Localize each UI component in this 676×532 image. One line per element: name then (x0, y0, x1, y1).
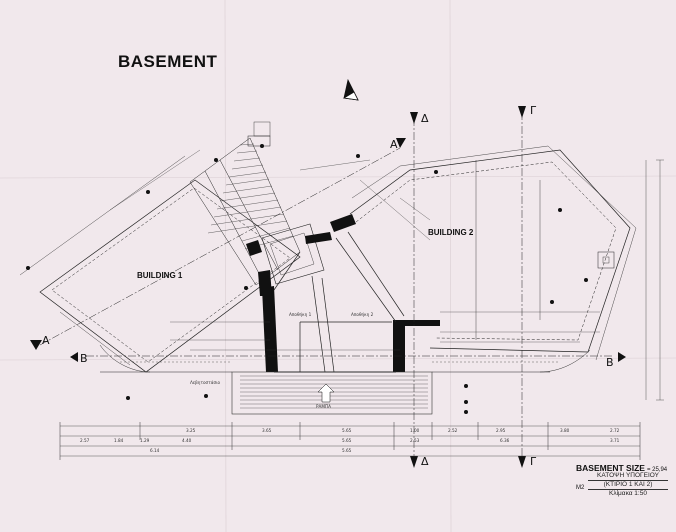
dim-bottom-2: 3.65 (262, 428, 272, 433)
level-markers (26, 144, 588, 414)
section-a-left-label: A (42, 334, 50, 347)
dim-bottom-6: 2.95 (496, 428, 506, 433)
drawing-title: BASEMENT (118, 52, 218, 71)
section-lines (39, 112, 612, 462)
section-g-top-label: Γ (530, 104, 537, 117)
room-label-storage-2: Αποθήκη 2 (351, 312, 374, 317)
dim-total-2: 5.65 (342, 448, 352, 453)
dim-bottom-4: 1.00 (410, 428, 420, 433)
plan-dimension-lines (109, 149, 600, 351)
dim-row2-1: 2.57 (80, 438, 90, 443)
title-block-line2: (ΚΤΙΡΙΟ 1 ΚΑΙ 2) (588, 480, 668, 489)
section-markers (30, 106, 626, 468)
dimension-lines (59, 159, 664, 460)
dim-bottom-7: 3.80 (560, 428, 570, 433)
title-block: ΚΑΤΟΨΗ ΥΠΟΓΕΙΟΥ (ΚΤΙΡΙΟ 1 ΚΑΙ 2) Κλίμακα… (588, 472, 668, 498)
staircase (189, 121, 301, 286)
dim-bottom-5: 2.52 (448, 428, 458, 433)
north-arrow (342, 78, 359, 101)
section-g-bottom-label: Γ (530, 455, 537, 468)
ramp-border (100, 361, 560, 373)
central-core (261, 223, 325, 285)
dim-total-1: 6.14 (150, 448, 160, 453)
dim-row2-3: 1.29 (140, 438, 150, 443)
dim-bottom-3: 5.65 (342, 428, 352, 433)
title-block-line1: ΚΑΤΟΨΗ ΥΠΟΓΕΙΟΥ (597, 472, 659, 479)
building-1-outline (19, 155, 301, 373)
building-2-outline (349, 145, 637, 361)
room-label-boiler: Λεβητοστάσιο (190, 380, 221, 385)
building-1-label: BUILDING 1 (137, 271, 183, 280)
dim-row2-6: 2.53 (410, 438, 420, 443)
dim-row2-7: 6.36 (500, 438, 510, 443)
room-label-ramp: ΡΑΜΠΑ (316, 404, 332, 409)
section-b-right-label: B (606, 356, 614, 369)
basement-size-label: BASEMENT SIZE (576, 463, 645, 473)
dim-bottom-8: 2.72 (610, 428, 620, 433)
dim-row2-5: 5.65 (342, 438, 352, 443)
structural-walls (246, 214, 440, 372)
dim-row2-2: 1.84 (114, 438, 124, 443)
interior-walls (273, 231, 405, 373)
title-block-scale: Κλίμακα 1:50 (588, 489, 668, 498)
dim-row2-8: 3.71 (610, 438, 620, 443)
ramp-area (99, 344, 591, 415)
dim-bottom-1: 3.25 (186, 428, 196, 433)
basement-size: BASEMENT SIZE= 25,94 M2 (576, 458, 676, 494)
section-d-top-label: Δ (421, 112, 429, 125)
dim-row2-4: 4.40 (182, 438, 192, 443)
basement-size-value: = 25,94 M2 (576, 467, 668, 491)
building-2-label: BUILDING 2 (428, 228, 474, 237)
section-a-top-label: A (390, 138, 398, 151)
section-d-bottom-label: Δ (421, 455, 429, 468)
room-label-storage-1: Αποθήκη 1 (289, 312, 312, 317)
section-b-left-label: B (80, 352, 88, 365)
